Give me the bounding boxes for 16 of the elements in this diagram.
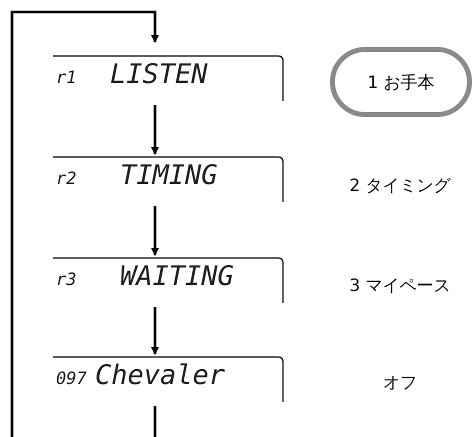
display-text: Chevaler	[95, 360, 226, 391]
mode-label: 3 マイペース	[349, 275, 451, 297]
display-number: r3	[56, 270, 76, 290]
arrow	[151, 105, 159, 155]
selected-mode-pill: 1 お手本	[330, 47, 472, 117]
display-number: 097	[56, 369, 87, 389]
mode-label: オフ	[383, 372, 417, 394]
display-number: r2	[56, 169, 76, 189]
arrow	[151, 307, 159, 355]
arrow	[10, 10, 159, 437]
display-text: LISTEN	[110, 59, 208, 90]
display-number: r1	[56, 68, 76, 88]
display-text: WAITING	[120, 261, 234, 292]
display-text: TIMING	[120, 160, 218, 191]
mode-label: 2 タイミング	[349, 175, 451, 197]
arrow	[151, 206, 159, 256]
